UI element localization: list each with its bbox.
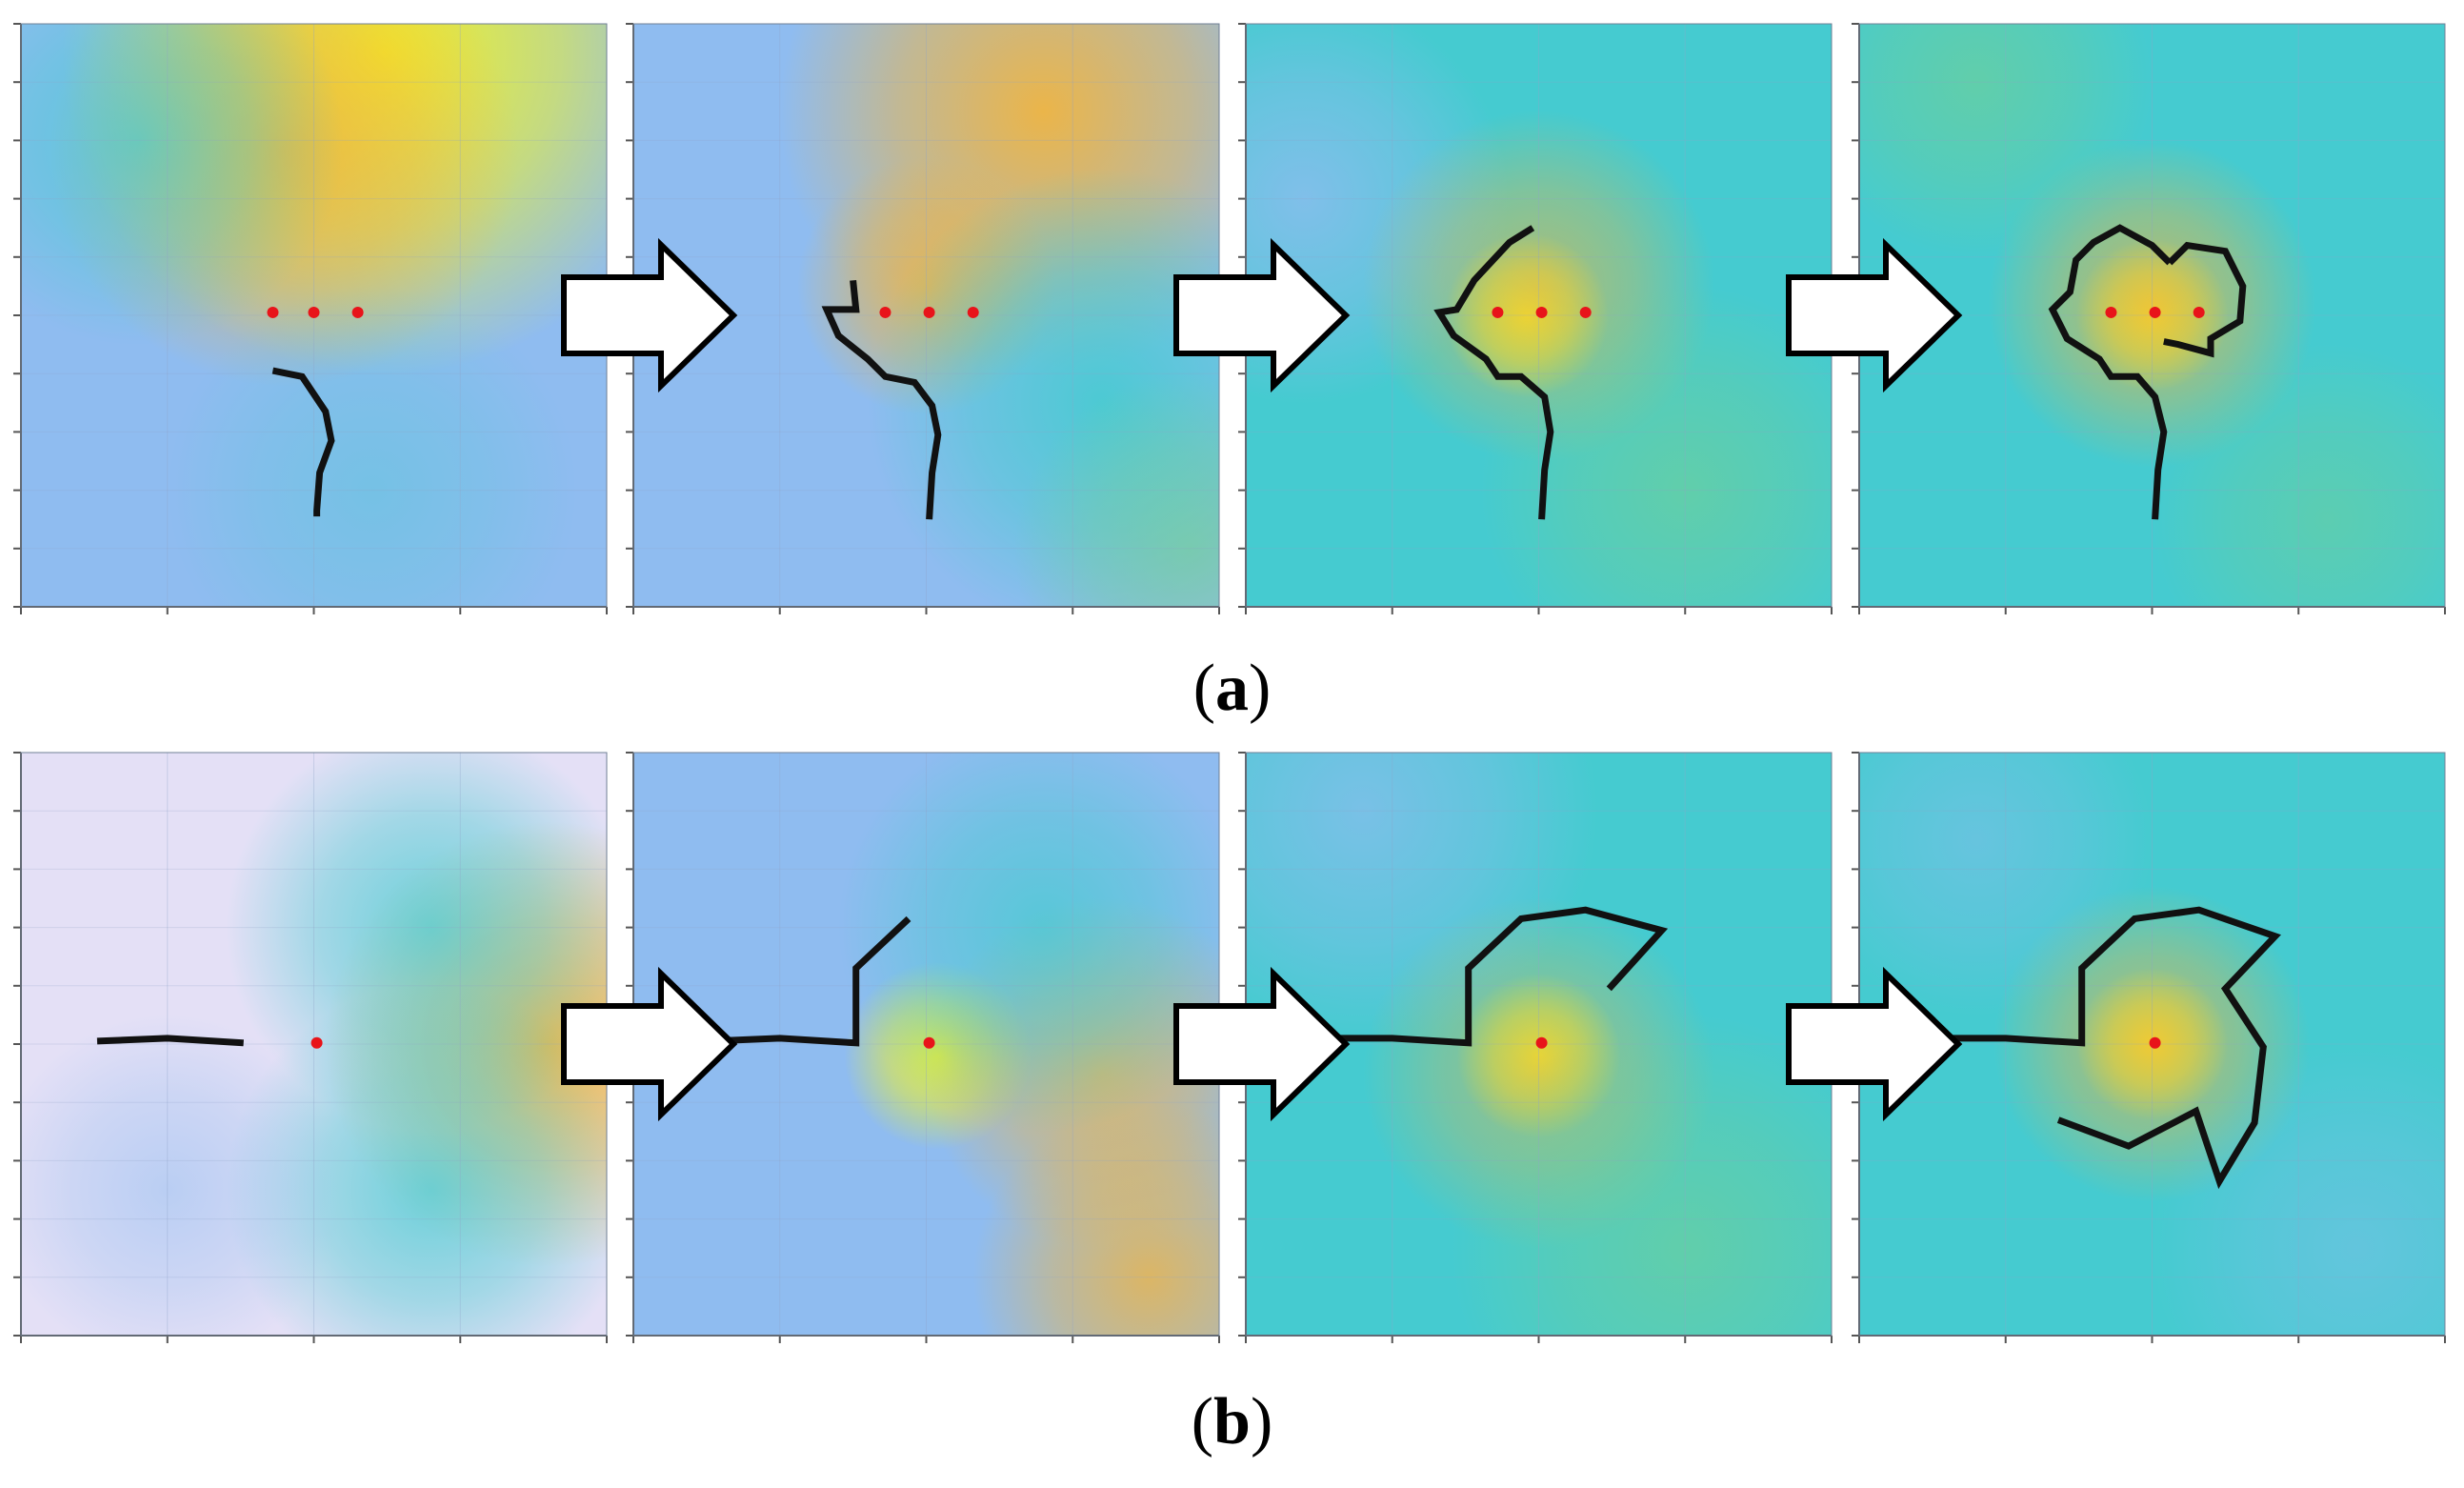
field-intensity-region: [167, 285, 578, 607]
caption-a-label: a: [1215, 652, 1249, 725]
field-intensity-region: [1480, 285, 1832, 607]
source-dot: [923, 1036, 935, 1049]
field-intensity-region: [1451, 1014, 1832, 1336]
trajectory-path: [96, 1035, 244, 1047]
source-dot: [1535, 1036, 1548, 1049]
progression-arrow-a-1: [561, 237, 738, 393]
source-dot: [311, 1036, 323, 1049]
source-dot: [1579, 306, 1592, 318]
source-dot: [1492, 306, 1504, 318]
trajectory-path: [821, 279, 942, 520]
progression-arrow-b-2: [1173, 966, 1351, 1122]
panel-a-4: [1852, 23, 2446, 614]
source-dot: [2149, 1036, 2161, 1049]
source-dot: [2149, 306, 2161, 318]
trajectory-path: [271, 367, 335, 517]
trajectory-path: [1433, 225, 1554, 520]
progression-arrow-b-1: [561, 966, 738, 1122]
field-intensity-region: [2152, 1043, 2445, 1336]
field-intensity-region: [1013, 372, 1219, 607]
progression-arrow-b-3: [1786, 966, 1963, 1122]
panel-b-1: [13, 752, 608, 1343]
field-intensity-region: [21, 24, 344, 346]
source-dot: [2193, 306, 2205, 318]
panel-b-3: [1238, 752, 1833, 1343]
panel-a-1: [13, 23, 608, 614]
progression-arrow-a-2: [1173, 237, 1351, 393]
source-dot: [308, 306, 320, 318]
caption-a: (a): [1192, 652, 1272, 725]
source-dot: [1535, 306, 1548, 318]
field-intensity-region: [972, 1101, 1219, 1336]
progression-arrow-a-3: [1786, 237, 1963, 393]
source-dot: [267, 306, 279, 318]
source-dot: [351, 306, 364, 318]
source-dot: [2105, 306, 2117, 318]
trajectory-path: [2163, 241, 2247, 358]
trajectory-path: [2048, 224, 2173, 520]
arrow-layer: [561, 237, 1963, 1122]
trajectory-path: [1858, 906, 2281, 1190]
field-intensity-region: [2152, 343, 2445, 607]
field-intensity-region: [21, 1014, 344, 1336]
field-intensity-region: [838, 753, 1219, 1133]
field-intensity-region: [1859, 24, 2153, 258]
source-dot: [967, 306, 979, 318]
caption-b-label: b: [1213, 1385, 1251, 1458]
trajectory-path: [1245, 906, 1669, 1047]
panel-b-2: [626, 752, 1220, 1343]
field-intensity-region: [1859, 753, 2153, 1016]
source-dot: [923, 306, 935, 318]
caption-b: (b): [1191, 1385, 1273, 1458]
source-dot: [879, 306, 891, 318]
